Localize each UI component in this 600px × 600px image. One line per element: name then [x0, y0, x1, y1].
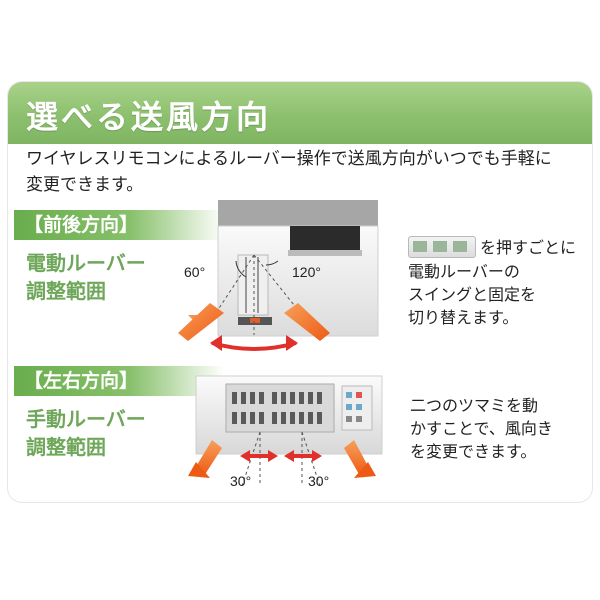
angle-60-label: 60°: [184, 264, 205, 280]
front-back-desc-line-3: スイングと固定を: [408, 284, 537, 304]
left-right-tag: 【左右方向】: [14, 366, 224, 396]
left-right-desc-line-2: かすことで、風向き: [410, 419, 553, 438]
remote-swing-button-icon: [408, 235, 476, 258]
page-title: 選べる送風方向: [26, 98, 272, 136]
left-right-sub-1: 手動ルーバー: [26, 407, 146, 431]
left-right-description: 二つのツマミを動 かすことで、風向き を変更できます。: [410, 394, 553, 463]
left-right-sub-2: 調整範囲: [26, 435, 106, 459]
angle-30-right-label: 30°: [308, 473, 329, 489]
header-bar: [8, 82, 592, 144]
front-back-desc-line-4: 切り替えます。: [408, 307, 519, 327]
ceiling-unit-side-image: 60° 120°: [178, 200, 379, 351]
intro-line-1: ワイヤレスリモコンによるルーバー操作で送風方向がいつでも手軽に: [26, 149, 552, 169]
front-back-desc-line-1: を押すごとに: [480, 238, 577, 257]
front-back-diagram: 60° 120°: [170, 195, 400, 359]
front-back-desc-line-2: 電動ルーバーの: [408, 261, 520, 281]
angle-30-left-label: 30°: [230, 473, 251, 489]
left-right-desc-line-1: 二つのツマミを動: [410, 396, 539, 415]
front-back-sub-1: 電動ルーバー: [26, 251, 146, 275]
front-back-description: を押すごとに 電動ルーバーの スイングと固定を 切り替えます。: [408, 235, 577, 329]
ceiling-unit-front-image: 30° 30°: [188, 375, 383, 489]
angle-120-label: 120°: [292, 264, 321, 280]
front-back-tag: 【前後方向】: [14, 210, 224, 240]
left-right-diagram: 30° 30°: [182, 370, 392, 496]
intro-line-2: 変更できます。: [26, 175, 144, 195]
left-right-desc-line-3: を変更できます。: [410, 442, 537, 461]
front-back-sub-2: 調整範囲: [26, 279, 106, 303]
intro-text: ワイヤレスリモコンによるルーバー操作で送風方向がいつでも手軽に 変更できます。: [26, 146, 576, 198]
